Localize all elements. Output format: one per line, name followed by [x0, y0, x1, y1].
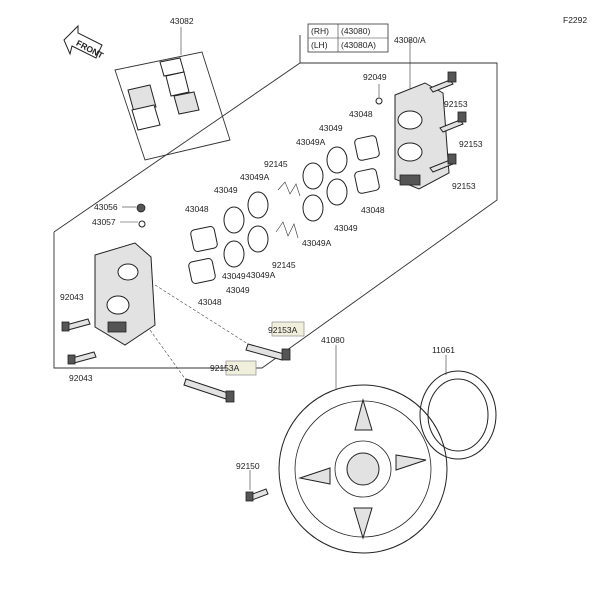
variant-row-lh-side: (LH): [311, 40, 328, 50]
bleeder-cap-l-icon: [138, 220, 146, 228]
figure-code: F2292: [563, 15, 587, 25]
mounting-bolts: [61, 318, 97, 365]
callout-spring-low: 92145: [272, 260, 296, 270]
callout-bolt-r1: 92153: [444, 99, 468, 109]
disc-bolt-icon: [245, 488, 269, 502]
brake-pad-set: 43082: [114, 16, 231, 161]
callout-bleeder-cap-l: 43057: [92, 217, 116, 227]
callout-disc-bolt: 92150: [236, 461, 260, 471]
bleeder-cap-icon: [375, 97, 383, 105]
callout-seal-r-c: 43049: [334, 223, 358, 233]
caliper-bolts-left: [183, 343, 291, 403]
callout-caliper-bolt-hl-2: 92153A: [210, 363, 240, 373]
seals-middle: [223, 191, 269, 268]
pistons-seals-right: [302, 135, 380, 222]
callout-seal-r-a: 43049: [319, 123, 343, 133]
callout-seal-l-c: 43049A: [246, 270, 276, 280]
bleeder-icon: [136, 203, 146, 213]
callout-seal-m-d: 43049: [222, 271, 246, 281]
callout-mount-bolt-2: 92043: [69, 373, 93, 383]
callout-seal-l-d: 43049: [226, 285, 250, 295]
callout-bleeder: 43056: [94, 202, 118, 212]
callout-piston-r-low: 43048: [361, 205, 385, 215]
callout-disc: 41080: [321, 335, 345, 345]
variant-table: (RH) (43080) (LH) (43080A): [307, 23, 389, 53]
highlight-box-1: [271, 321, 305, 337]
callout-seal-m-a: 43049A: [240, 172, 270, 182]
brake-disc: [278, 384, 448, 554]
callout-piston-r-top: 43048: [349, 109, 373, 119]
callout-pads: 43082: [170, 16, 194, 26]
callout-spring-top: 92145: [264, 159, 288, 169]
callout-caliper-bolt-hl-1: 92153A: [268, 325, 298, 335]
variant-row-rh-side: (RH): [311, 26, 329, 36]
caliper-left: [94, 242, 156, 346]
callout-spacer: 11061: [432, 345, 455, 355]
variant-row-lh-part: (43080A): [341, 40, 376, 50]
callout-seal-r-b: 43049A: [296, 137, 326, 147]
disc-spacer: [419, 370, 497, 460]
callout-seal-m-c: 43049A: [302, 238, 332, 248]
caliper-bolts-right: [429, 71, 467, 173]
spring-low-icon: [275, 221, 299, 239]
callout-bolt-r3: 92153: [452, 181, 476, 191]
front-arrow-icon: FRONT: [63, 24, 106, 61]
highlight-box-2: [225, 360, 257, 376]
callout-bolt-r2: 92153: [459, 139, 483, 149]
callout-bleeder-cap: 92049: [363, 72, 387, 82]
spring-top-icon: [277, 181, 301, 197]
callout-seal-m-b: 43049: [214, 185, 238, 195]
pistons-left: [188, 225, 218, 285]
callout-piston-l-low: 43048: [198, 297, 222, 307]
callout-caliper-assy: 43080/A: [394, 35, 426, 45]
variant-row-rh-part: (43080): [341, 26, 370, 36]
callout-piston-l-top: 43048: [185, 204, 209, 214]
caliper-right: 43080/A: [394, 35, 450, 190]
callout-mount-bolt-1: 92043: [60, 292, 84, 302]
